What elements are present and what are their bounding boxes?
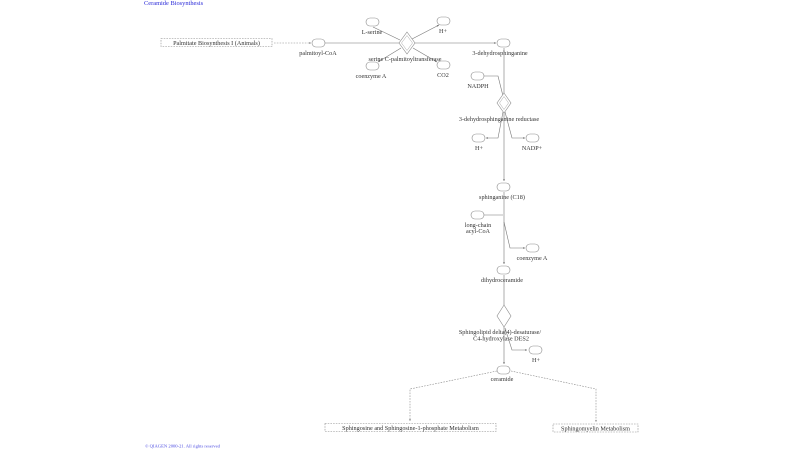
enzyme-ksr[interactable] bbox=[496, 92, 512, 114]
label-h-plus-2[interactable]: H+ bbox=[475, 145, 483, 152]
metabolite-dihydroceramide[interactable]: dihydroceramide bbox=[481, 265, 523, 284]
metabolite-h-plus-1[interactable]: H+ bbox=[436, 16, 451, 35]
label-h-plus-1[interactable]: H+ bbox=[439, 28, 447, 35]
metabolite-nadph[interactable]: NADPH bbox=[467, 71, 489, 90]
enzyme-spt[interactable] bbox=[398, 31, 416, 55]
label-h-plus-3[interactable]: H+ bbox=[532, 357, 540, 364]
edge-ksr-to-hplus bbox=[485, 111, 504, 139]
edge-ksr-to-nadp bbox=[504, 111, 526, 139]
edge-spt-to-co2 bbox=[412, 47, 438, 63]
pathway-box-palmitate[interactable] bbox=[160, 38, 273, 47]
edge-ceramide-to-sphingosine bbox=[409, 370, 498, 422]
metabolite-h-plus-2[interactable]: H+ bbox=[471, 133, 486, 152]
label-l-serine[interactable]: L-serine bbox=[362, 29, 383, 36]
edge-ceramide-to-sphingomyelin bbox=[510, 370, 597, 423]
enzyme-label-spt[interactable]: serine C-palmitoyltransferase bbox=[368, 56, 441, 63]
edge-spt-to-hplus bbox=[411, 24, 440, 40]
enzyme-label-des2-line2[interactable]: C4-hydroxylase DES2 bbox=[473, 336, 529, 343]
edge-reaction-to-coa bbox=[503, 221, 526, 249]
edge-spt-to-coa bbox=[377, 47, 402, 63]
metabolite-nadp-plus[interactable]: NADP+ bbox=[522, 133, 543, 152]
metabolite-3-dehydrosphinganine[interactable]: 3-dehydrosphinganine bbox=[472, 38, 528, 57]
edge-serine-to-spt bbox=[372, 26, 401, 41]
pathway-label-sphingosine[interactable]: Sphingosine and Sphingosine-1-phosphate … bbox=[342, 425, 479, 432]
label-coenzyme-a-1[interactable]: coenzyme A bbox=[356, 73, 387, 80]
label-palmitoyl-coa[interactable]: palmitoyl-CoA bbox=[299, 50, 337, 57]
metabolite-long-chain-acyl-coa[interactable]: long-chain acyl-CoA bbox=[465, 210, 491, 235]
label-long-chain-line2[interactable]: acyl-CoA bbox=[466, 228, 491, 235]
metabolite-sphinganine[interactable]: sphinganine (C18) bbox=[479, 182, 525, 201]
label-coenzyme-a-2[interactable]: coenzyme A bbox=[517, 255, 548, 262]
label-ceramide[interactable]: ceramide bbox=[491, 376, 514, 383]
label-dihydroceramide[interactable]: dihydroceramide bbox=[481, 277, 523, 284]
enzyme-des2[interactable] bbox=[496, 304, 512, 328]
label-sphinganine[interactable]: sphinganine (C18) bbox=[479, 194, 525, 201]
enzyme-label-ksr[interactable]: 3-dehydrosphinganine reductase bbox=[459, 116, 539, 123]
metabolite-co2[interactable]: CO2 bbox=[436, 60, 451, 79]
pathway-box-sphingomyelin[interactable] bbox=[552, 423, 639, 433]
edge-nadph-to-ksr bbox=[484, 75, 504, 97]
metabolite-l-serine[interactable]: L-serine bbox=[362, 17, 383, 36]
enzyme-label-des2-line1[interactable]: Sphingolipid delta(4)-desaturase/ bbox=[459, 329, 542, 336]
pathway-label-palmitate[interactable]: Palmitate Biosynthesis I (Animals) bbox=[173, 40, 260, 47]
metabolite-coenzyme-a-1[interactable]: coenzyme A bbox=[356, 61, 387, 80]
label-nadp-plus[interactable]: NADP+ bbox=[522, 145, 543, 152]
pathway-label-sphingomyelin[interactable]: Sphingomyelin Metabolism bbox=[561, 425, 630, 432]
copyright-text: © QIAGEN 2000-21. All rights reserved bbox=[145, 444, 221, 449]
metabolite-palmitoyl-coa[interactable]: palmitoyl-CoA bbox=[299, 38, 337, 57]
pathway-box-sphingosine[interactable] bbox=[324, 423, 497, 432]
metabolite-ceramide[interactable]: ceramide bbox=[491, 365, 514, 383]
label-long-chain-line1[interactable]: long-chain bbox=[465, 222, 491, 229]
label-nadph[interactable]: NADPH bbox=[467, 83, 489, 90]
metabolite-h-plus-3[interactable]: H+ bbox=[528, 345, 543, 364]
diagram-title[interactable]: Ceramide Biosynthesis bbox=[144, 0, 204, 7]
label-co2[interactable]: CO2 bbox=[437, 72, 449, 79]
label-3-dehydrosphinganine[interactable]: 3-dehydrosphinganine bbox=[472, 50, 528, 57]
metabolite-coenzyme-a-2[interactable]: coenzyme A bbox=[517, 243, 548, 262]
edge-des-to-hplus bbox=[504, 327, 528, 351]
